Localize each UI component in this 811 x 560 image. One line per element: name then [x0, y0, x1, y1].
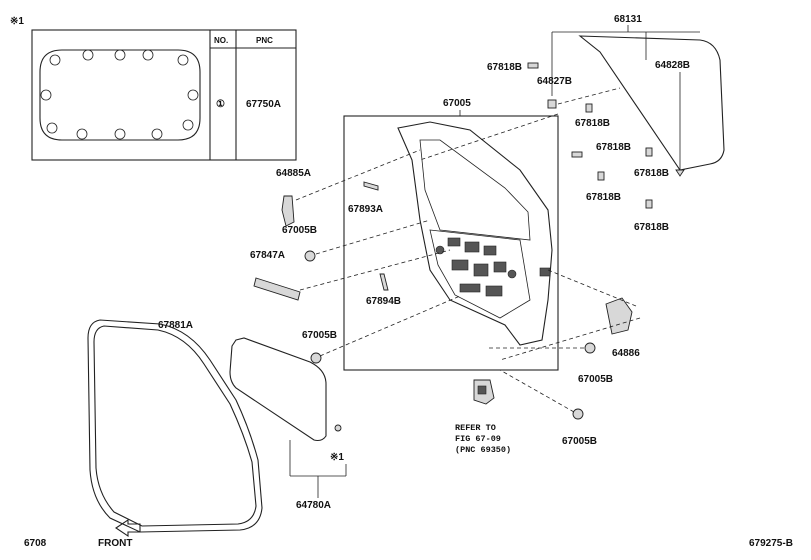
label-67818B-5: 67818B: [586, 192, 621, 203]
weatherstrip: 67881A: [87, 319, 263, 533]
ref-line2: FIG 67-09: [455, 434, 501, 444]
label-64828B: 64828B: [655, 60, 690, 71]
front-arrow-icon: [115, 518, 141, 538]
door-inner-panel: 67005: [343, 98, 559, 371]
legend-col-no: NO.: [214, 36, 228, 45]
ref-line1: REFER TO: [455, 423, 496, 433]
label-67893A: 67893A: [348, 204, 383, 215]
label-67005: 67005: [443, 98, 471, 109]
label-67005B-1: 67005B: [282, 225, 317, 236]
label-67894B: 67894B: [366, 296, 401, 307]
label-67818B-6: 67818B: [634, 222, 669, 233]
label-64827B: 64827B: [537, 76, 572, 87]
label-67818B-top: 67818B: [487, 62, 522, 73]
footer-front-label: FRONT: [98, 538, 132, 549]
left-small-parts: 64885A 67893A 67005B 67847A 67894B: [250, 149, 451, 307]
label-64885A: 64885A: [276, 168, 311, 179]
footer-right-code: 679275-B: [749, 538, 793, 549]
label-68131: 68131: [614, 14, 642, 25]
legend-col-pnc: PNC: [256, 36, 273, 45]
door-latch: REFER TO FIG 67-09 (PNC 69350): [455, 379, 511, 455]
glass-clips: 67818B 67818B 67818B 67818B 67818B: [571, 103, 669, 233]
label-67847A: 67847A: [250, 250, 285, 261]
legend-row-pnc: 67750A: [246, 99, 281, 110]
trim-board: 67005B ※1 64780A: [229, 295, 461, 511]
right-lower-parts: 64886 67005B 67005B: [488, 269, 640, 447]
label-64886: 64886: [612, 348, 640, 359]
legend-box: ※1 NO. PNC ① 67750A: [10, 16, 297, 161]
label-67005B-2: 67005B: [302, 330, 337, 341]
footer: 6708 FRONT 679275-B: [24, 518, 793, 549]
label-67005B-4: 67005B: [562, 436, 597, 447]
back-door-glass: 68131 64828B 67818B 64827B: [419, 14, 725, 177]
label-note-mark2: ※1: [330, 452, 344, 463]
legend-note-mark: ※1: [10, 16, 24, 27]
footer-left-code: 6708: [24, 538, 47, 549]
ref-line3: (PNC 69350): [455, 445, 511, 455]
label-67818B-3: 67818B: [596, 142, 631, 153]
label-67818B-4: 67818B: [634, 168, 669, 179]
label-67005B-3: 67005B: [578, 374, 613, 385]
label-67881A: 67881A: [158, 320, 193, 331]
legend-row-no: ①: [216, 99, 225, 110]
label-64780A: 64780A: [296, 500, 331, 511]
label-67818B-2: 67818B: [575, 118, 610, 129]
